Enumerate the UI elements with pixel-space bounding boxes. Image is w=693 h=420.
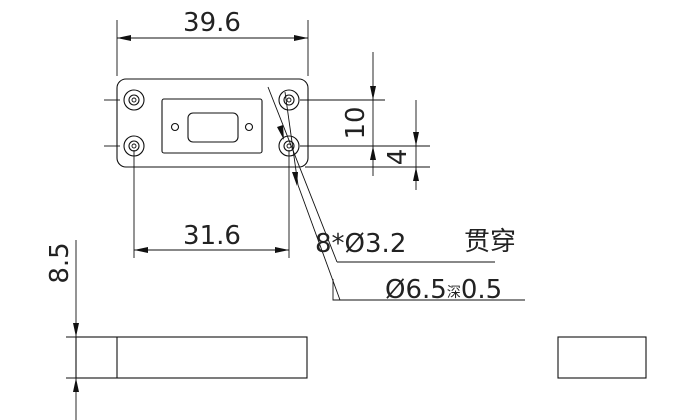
dim-label-8-5: 8.5 [45, 242, 75, 283]
slot-side-hole-right [244, 122, 254, 132]
counterbore-callout: Ø6.5深0.5 [385, 275, 502, 305]
center-slot [187, 112, 239, 143]
front-view [75, 336, 308, 379]
dim-label-4: 4 [383, 149, 413, 166]
dim-label-31-6: 31.6 [183, 221, 241, 251]
dim-label-39-6: 39.6 [183, 8, 241, 38]
top-view [104, 78, 320, 168]
dimension-overall-width: 39.6 [116, 8, 309, 76]
dimension-height-4: 4 [305, 100, 430, 190]
dimension-height-10: 10 [300, 52, 430, 176]
through-hole-note: 贯穿 [464, 227, 516, 257]
dim-label-10: 10 [341, 106, 371, 139]
inner-recess [161, 98, 263, 154]
plate-outline [116, 78, 309, 168]
hole-top-right [278, 89, 300, 111]
hole-top-left [123, 89, 145, 111]
through-hole-callout: 8*Ø3.2 [315, 229, 406, 259]
dimension-hole-spacing: 31.6 [133, 150, 290, 258]
hole-callout-leader [267, 86, 525, 301]
dimension-thickness: 8.5 [45, 240, 112, 420]
side-view [557, 336, 647, 379]
slot-side-hole-left [170, 122, 180, 132]
